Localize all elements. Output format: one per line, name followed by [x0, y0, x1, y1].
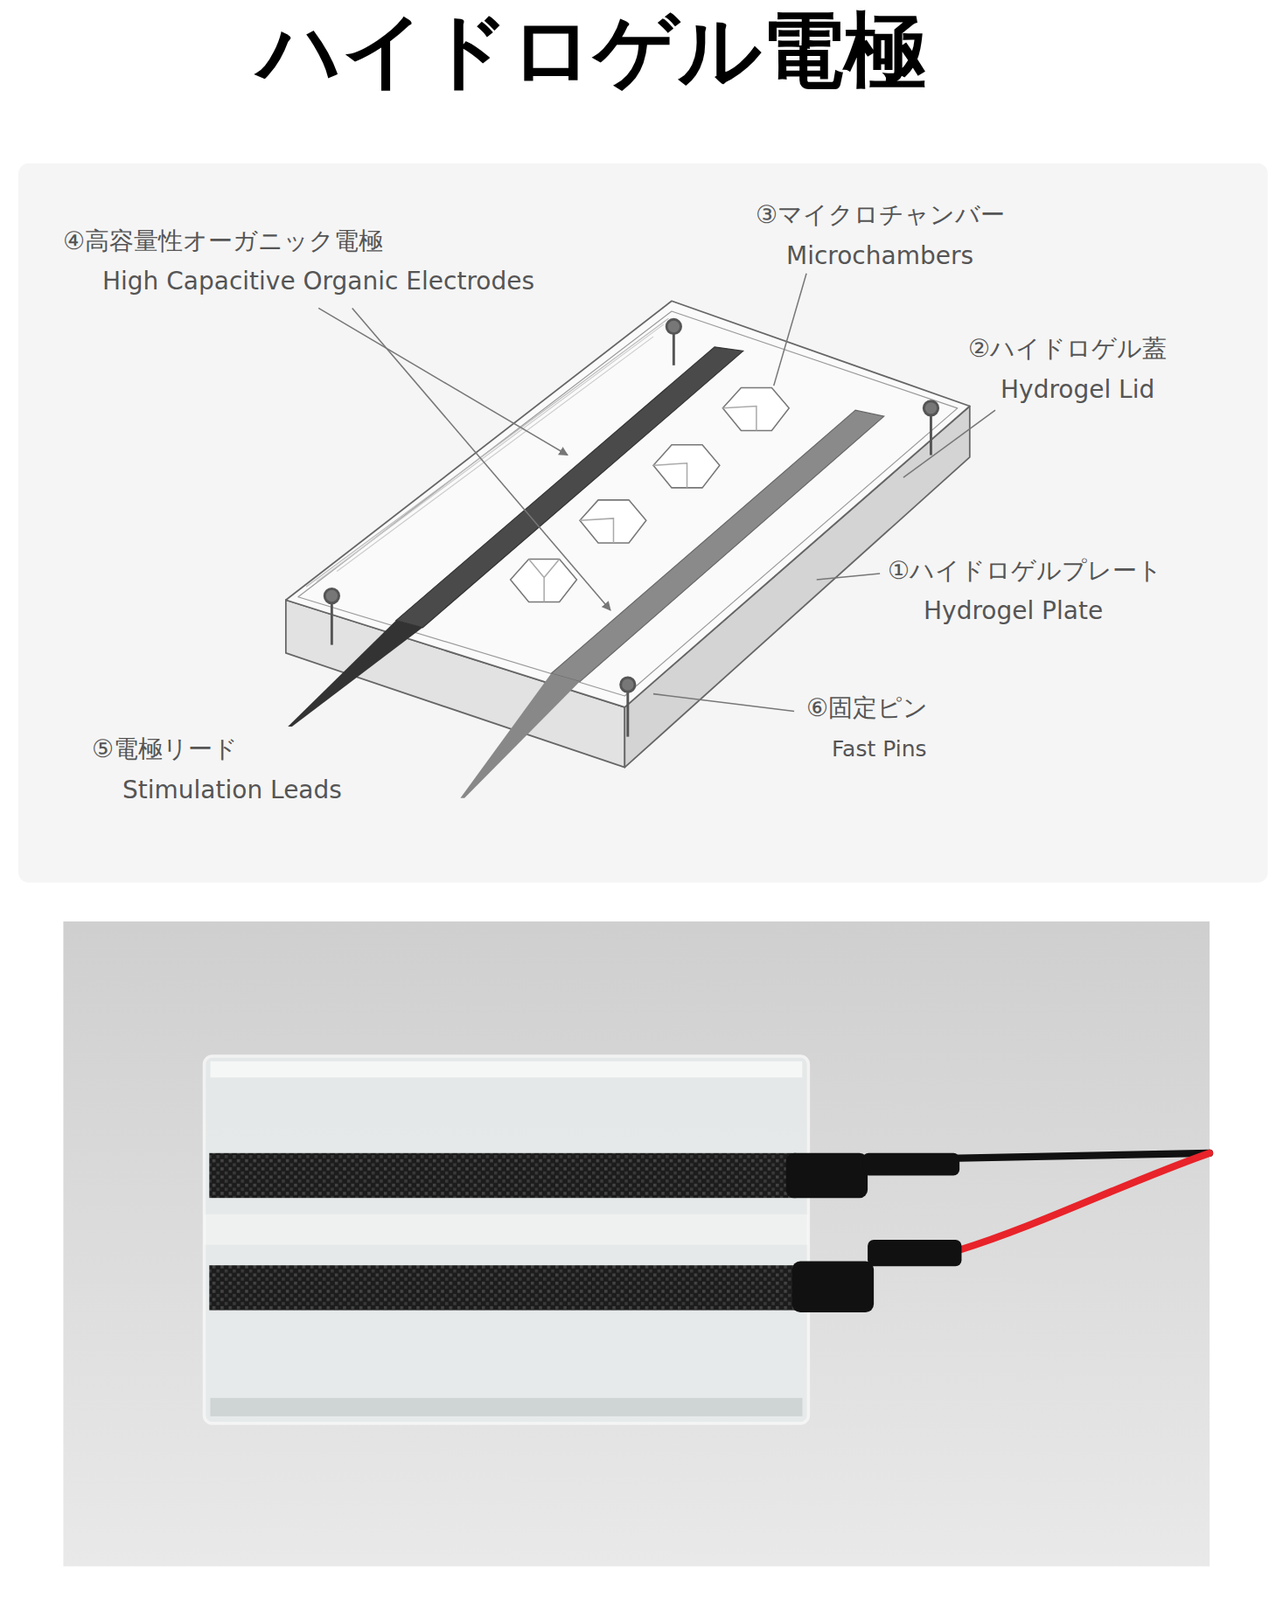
panel: [18, 163, 1269, 884]
hydrogel-block-photo: [203, 1056, 809, 1424]
hydrogel-plate: [285, 300, 970, 767]
callout-label: Microchambers: [786, 242, 974, 271]
callout-label: ①ハイドロゲルプレート: [887, 557, 1163, 586]
title: ハイドロゲル電極: [257, 5, 927, 96]
callout-label: ②ハイドロゲル蓋: [968, 334, 1167, 363]
callout-label: Hydrogel Lid: [1000, 376, 1155, 405]
leader-line: [318, 273, 996, 712]
callout-label: ④高容量性オーガニック電極: [62, 227, 384, 256]
callout-label: Stimulation Leads: [122, 776, 342, 805]
callout-label: ⑥固定ピン: [806, 694, 928, 723]
callout-label: Fast Pins: [831, 737, 928, 763]
electrode-strip: [550, 410, 884, 682]
microchamber: [510, 387, 790, 602]
stimulation-lead: [460, 673, 580, 798]
connector-sleeve: [786, 1153, 963, 1313]
callout-label: ⑤電極リード: [91, 735, 238, 764]
fast-pin: [324, 319, 938, 737]
stimulation-lead: [287, 620, 423, 727]
callout-label: ③マイクロチャンバー: [755, 201, 1005, 230]
callout-label: Hydrogel Plate: [923, 597, 1103, 626]
photo-background: [62, 921, 1210, 1568]
electrode-strip: [396, 347, 744, 628]
callout-label: High Capacitive Organic Electrodes: [102, 267, 535, 296]
